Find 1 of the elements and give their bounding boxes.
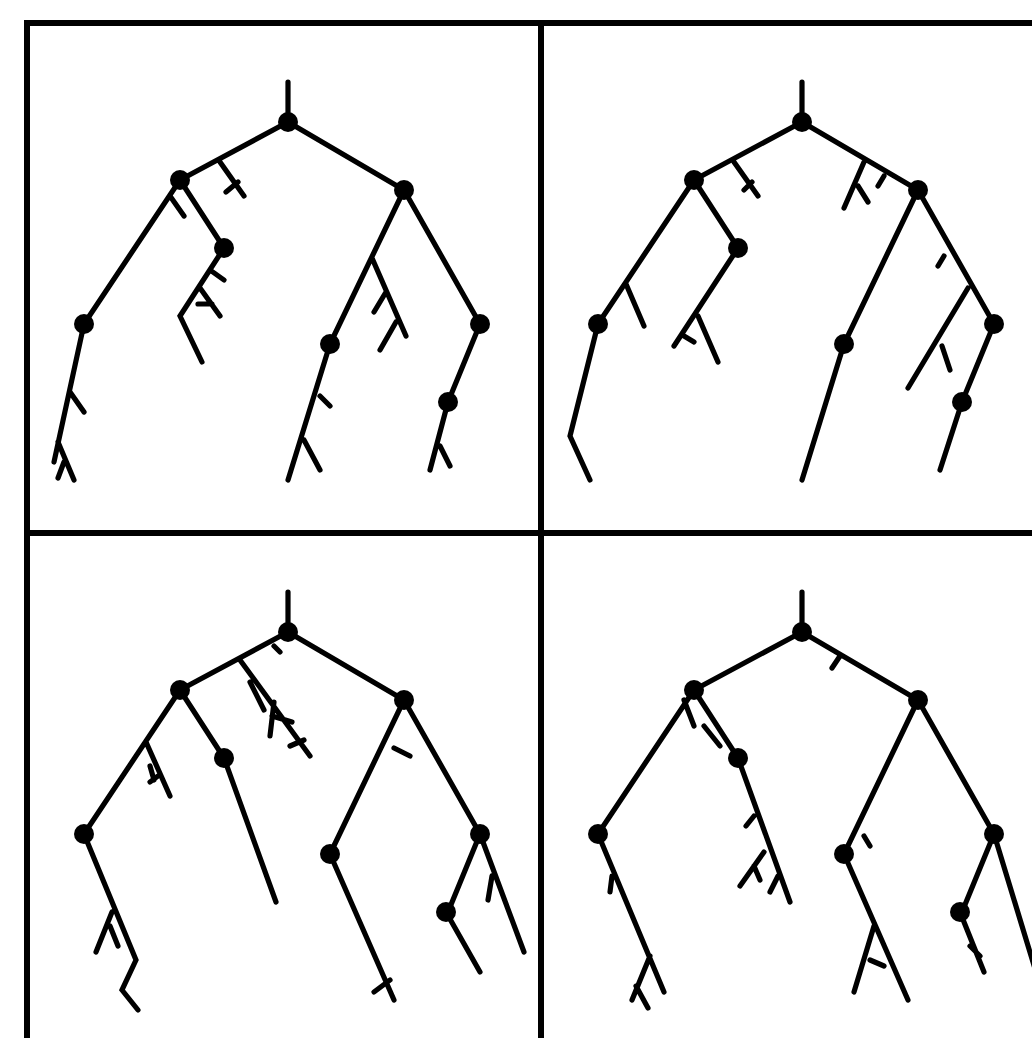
panel-frame [24, 20, 544, 536]
